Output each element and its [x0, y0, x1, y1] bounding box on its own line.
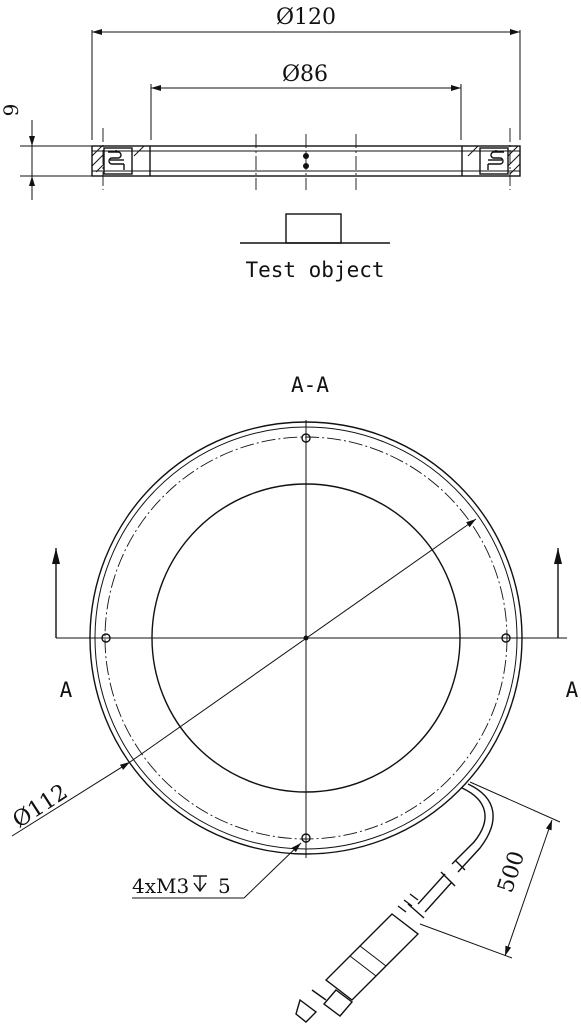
- thickness-label: 9: [0, 104, 23, 117]
- holes-callout-label: 4xM3: [132, 874, 189, 898]
- top-view: A-A A A Ø112: [8, 373, 579, 1023]
- holes-callout: 4xM3 5: [132, 842, 302, 899]
- outer-diameter-label: Ø120: [276, 5, 336, 30]
- mounting-holes: [101, 433, 511, 843]
- section-label-right: A: [566, 678, 579, 702]
- cable: [295, 783, 494, 1023]
- pitch-diameter-callout: Ø112: [8, 518, 477, 837]
- outer-diameter-dimension: Ø120: [91, 5, 521, 140]
- side-view: Ø120 Ø86 9: [0, 5, 521, 282]
- section-title: A-A: [291, 373, 329, 397]
- cable-length-label: 500: [493, 848, 530, 896]
- cable-length-dimension: 500: [419, 781, 561, 959]
- test-object-label: Test object: [245, 258, 384, 282]
- section-cut-line: A A: [52, 548, 579, 702]
- inner-diameter-dimension: Ø86: [150, 62, 462, 140]
- depth-symbol-icon: [193, 875, 207, 893]
- connector-plug: [295, 893, 425, 1023]
- pitch-diameter-label: Ø112: [8, 780, 72, 834]
- inner-diameter-label: Ø86: [282, 62, 328, 87]
- holes-spec: 4xM3: [132, 874, 189, 898]
- hole-depth-label: 5: [218, 874, 231, 898]
- test-object: Test object: [240, 213, 390, 282]
- ring-section: [91, 128, 521, 190]
- thickness-dimension: 9: [0, 104, 100, 200]
- section-label-left: A: [60, 678, 73, 702]
